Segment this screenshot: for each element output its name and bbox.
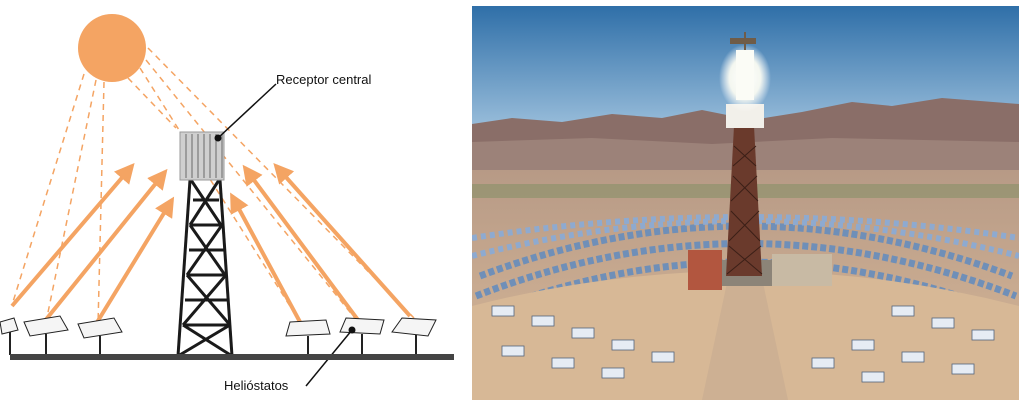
tower bbox=[176, 179, 234, 358]
ground bbox=[10, 354, 454, 360]
heliostat bbox=[285, 319, 331, 355]
tower-base-buildings bbox=[688, 250, 832, 290]
heliostats-label: Helióstatos bbox=[224, 378, 289, 393]
solar-tower-diagram: Receptor central Helióstatos bbox=[0, 0, 460, 400]
receiver-callout-leader bbox=[214, 83, 277, 142]
central-receiver bbox=[179, 131, 225, 181]
heliostat bbox=[23, 315, 69, 355]
sun-icon bbox=[78, 14, 146, 82]
photo-canvas bbox=[472, 6, 1019, 400]
receiver-label: Receptor central bbox=[276, 72, 372, 87]
heliostat bbox=[77, 317, 123, 355]
heliostat bbox=[0, 317, 19, 355]
reflected-rays bbox=[10, 162, 412, 326]
heliostat bbox=[391, 317, 437, 355]
solar-tower bbox=[719, 32, 771, 276]
incoming-sunrays bbox=[11, 47, 415, 326]
heliostats bbox=[0, 315, 437, 355]
access-road bbox=[702, 278, 788, 400]
diagram-canvas bbox=[0, 14, 454, 387]
foreground-heliostats bbox=[491, 305, 995, 383]
solar-tower-photo bbox=[472, 6, 1019, 400]
